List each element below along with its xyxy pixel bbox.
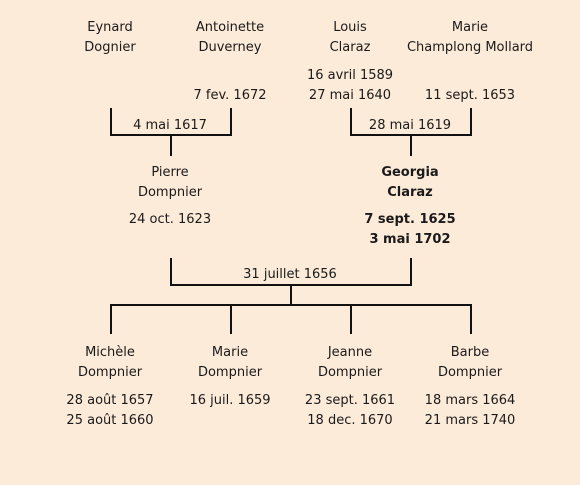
first-name: Jeanne: [327, 345, 373, 360]
first-name: Antoinette: [195, 20, 265, 35]
first-name: Marie: [451, 20, 489, 35]
first-name: Marie: [211, 345, 249, 360]
person-dates: 28 août 1657 25 août 1660: [66, 391, 153, 431]
first-name: Georgia: [381, 165, 439, 180]
last-name: Dompnier: [437, 365, 503, 380]
person-barbe-dompnier: Barbe Dompnier: [438, 343, 502, 383]
child-drop-line: [110, 304, 112, 334]
first-name: Eynard: [87, 20, 133, 35]
person-dates: 18 mars 1664 21 mars 1740: [425, 391, 516, 431]
connector-line: [110, 108, 112, 136]
connector-line: [230, 108, 232, 136]
person-eynard-dognier: Eynard Dognier: [84, 18, 135, 58]
birth-date: 16 avril 1589: [306, 68, 394, 83]
connector-line: [170, 258, 172, 286]
marriage-date: 31 juillet 1656: [243, 267, 337, 282]
last-name: Dognier: [84, 40, 136, 55]
death-date: 27 mai 1640: [308, 88, 392, 103]
last-name: Dompnier: [77, 365, 143, 380]
child-drop-line: [350, 304, 352, 334]
person-date: 24 oct. 1623: [128, 212, 212, 227]
descent-line: [290, 284, 292, 306]
last-name: Champlong Mollard: [406, 40, 534, 55]
birth-date: 28 août 1657: [66, 393, 154, 408]
person-dates: 7 sept. 1625 3 mai 1702: [364, 210, 455, 250]
marriage-date: 28 mai 1619: [368, 118, 452, 133]
death-date: 18 dec. 1670: [307, 413, 393, 428]
first-name: Pierre: [151, 165, 189, 180]
children-line: [110, 304, 472, 306]
person-date: 16 juil. 1659: [189, 393, 271, 408]
last-name: Dompnier: [137, 185, 203, 200]
last-name: Claraz: [387, 185, 433, 200]
person-date: 11 sept. 1653: [424, 88, 516, 103]
person-dates: 23 sept. 1661 18 dec. 1670: [305, 391, 395, 431]
birth-date: 18 mars 1664: [424, 393, 516, 408]
person-date: 7 fev. 1672: [193, 88, 267, 103]
person-marie-champlong-mollard: Marie Champlong Mollard: [407, 18, 533, 58]
last-name: Claraz: [329, 40, 371, 55]
connector-line: [470, 108, 472, 136]
marriage-date: 4 mai 1617: [133, 118, 207, 133]
death-date: 25 août 1660: [66, 413, 154, 428]
descent-line: [170, 134, 172, 156]
descent-line: [410, 134, 412, 156]
first-name: Louis: [333, 20, 367, 35]
birth-date: 7 sept. 1625: [364, 212, 456, 227]
birth-date: 23 sept. 1661: [304, 393, 396, 408]
person-louis-claraz: Louis Claraz: [330, 18, 371, 58]
child-drop-line: [470, 304, 472, 334]
connector-line: [350, 108, 352, 136]
death-date: 21 mars 1740: [424, 413, 516, 428]
last-name: Dompnier: [197, 365, 263, 380]
last-name: Dompnier: [317, 365, 383, 380]
death-date: 3 mai 1702: [369, 232, 451, 247]
person-antoinette-duverney: Antoinette Duverney: [196, 18, 264, 58]
person-michele-dompnier: Michèle Dompnier: [78, 343, 142, 383]
person-jeanne-dompnier: Jeanne Dompnier: [318, 343, 382, 383]
person-dates: 16 avril 1589 27 mai 1640: [307, 66, 393, 106]
first-name: Barbe: [450, 345, 490, 360]
person-pierre-dompnier: Pierre Dompnier: [138, 163, 202, 203]
person-georgia-claraz: Georgia Claraz: [381, 163, 438, 203]
last-name: Duverney: [198, 40, 262, 55]
person-marie-dompnier: Marie Dompnier: [198, 343, 262, 383]
first-name: Michèle: [85, 345, 135, 360]
child-drop-line: [230, 304, 232, 334]
connector-line: [410, 258, 412, 286]
